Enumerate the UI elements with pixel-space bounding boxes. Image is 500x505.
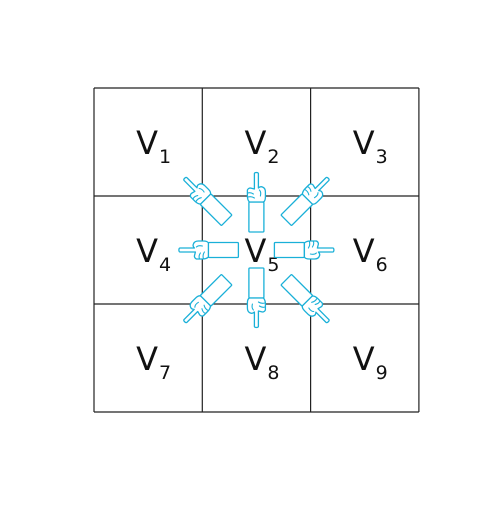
pointing-hand-icon-v4	[178, 240, 240, 260]
cell-label-2: V2	[244, 124, 279, 168]
pointing-hand-icon-v1	[177, 171, 234, 228]
cell-label-9: V9	[353, 340, 388, 384]
cell-label-1: V1	[136, 124, 171, 168]
cell-label-4: V4	[136, 232, 171, 276]
cell-label-6: V6	[353, 232, 388, 276]
cell-label-8: V8	[244, 340, 279, 384]
pointing-hand-icon-v7	[177, 272, 234, 329]
pointing-hand-icon-v6	[273, 240, 335, 260]
pointing-hand-icon-v9	[279, 272, 336, 329]
cell-label-5: V5	[244, 232, 279, 276]
cell-label-3: V3	[353, 124, 388, 168]
pointing-hand-icon-v8	[246, 267, 267, 329]
pointing-hand-icon-v3	[279, 171, 336, 228]
pointing-hand-icon-v2	[246, 171, 267, 233]
cell-label-7: V7	[136, 340, 171, 384]
